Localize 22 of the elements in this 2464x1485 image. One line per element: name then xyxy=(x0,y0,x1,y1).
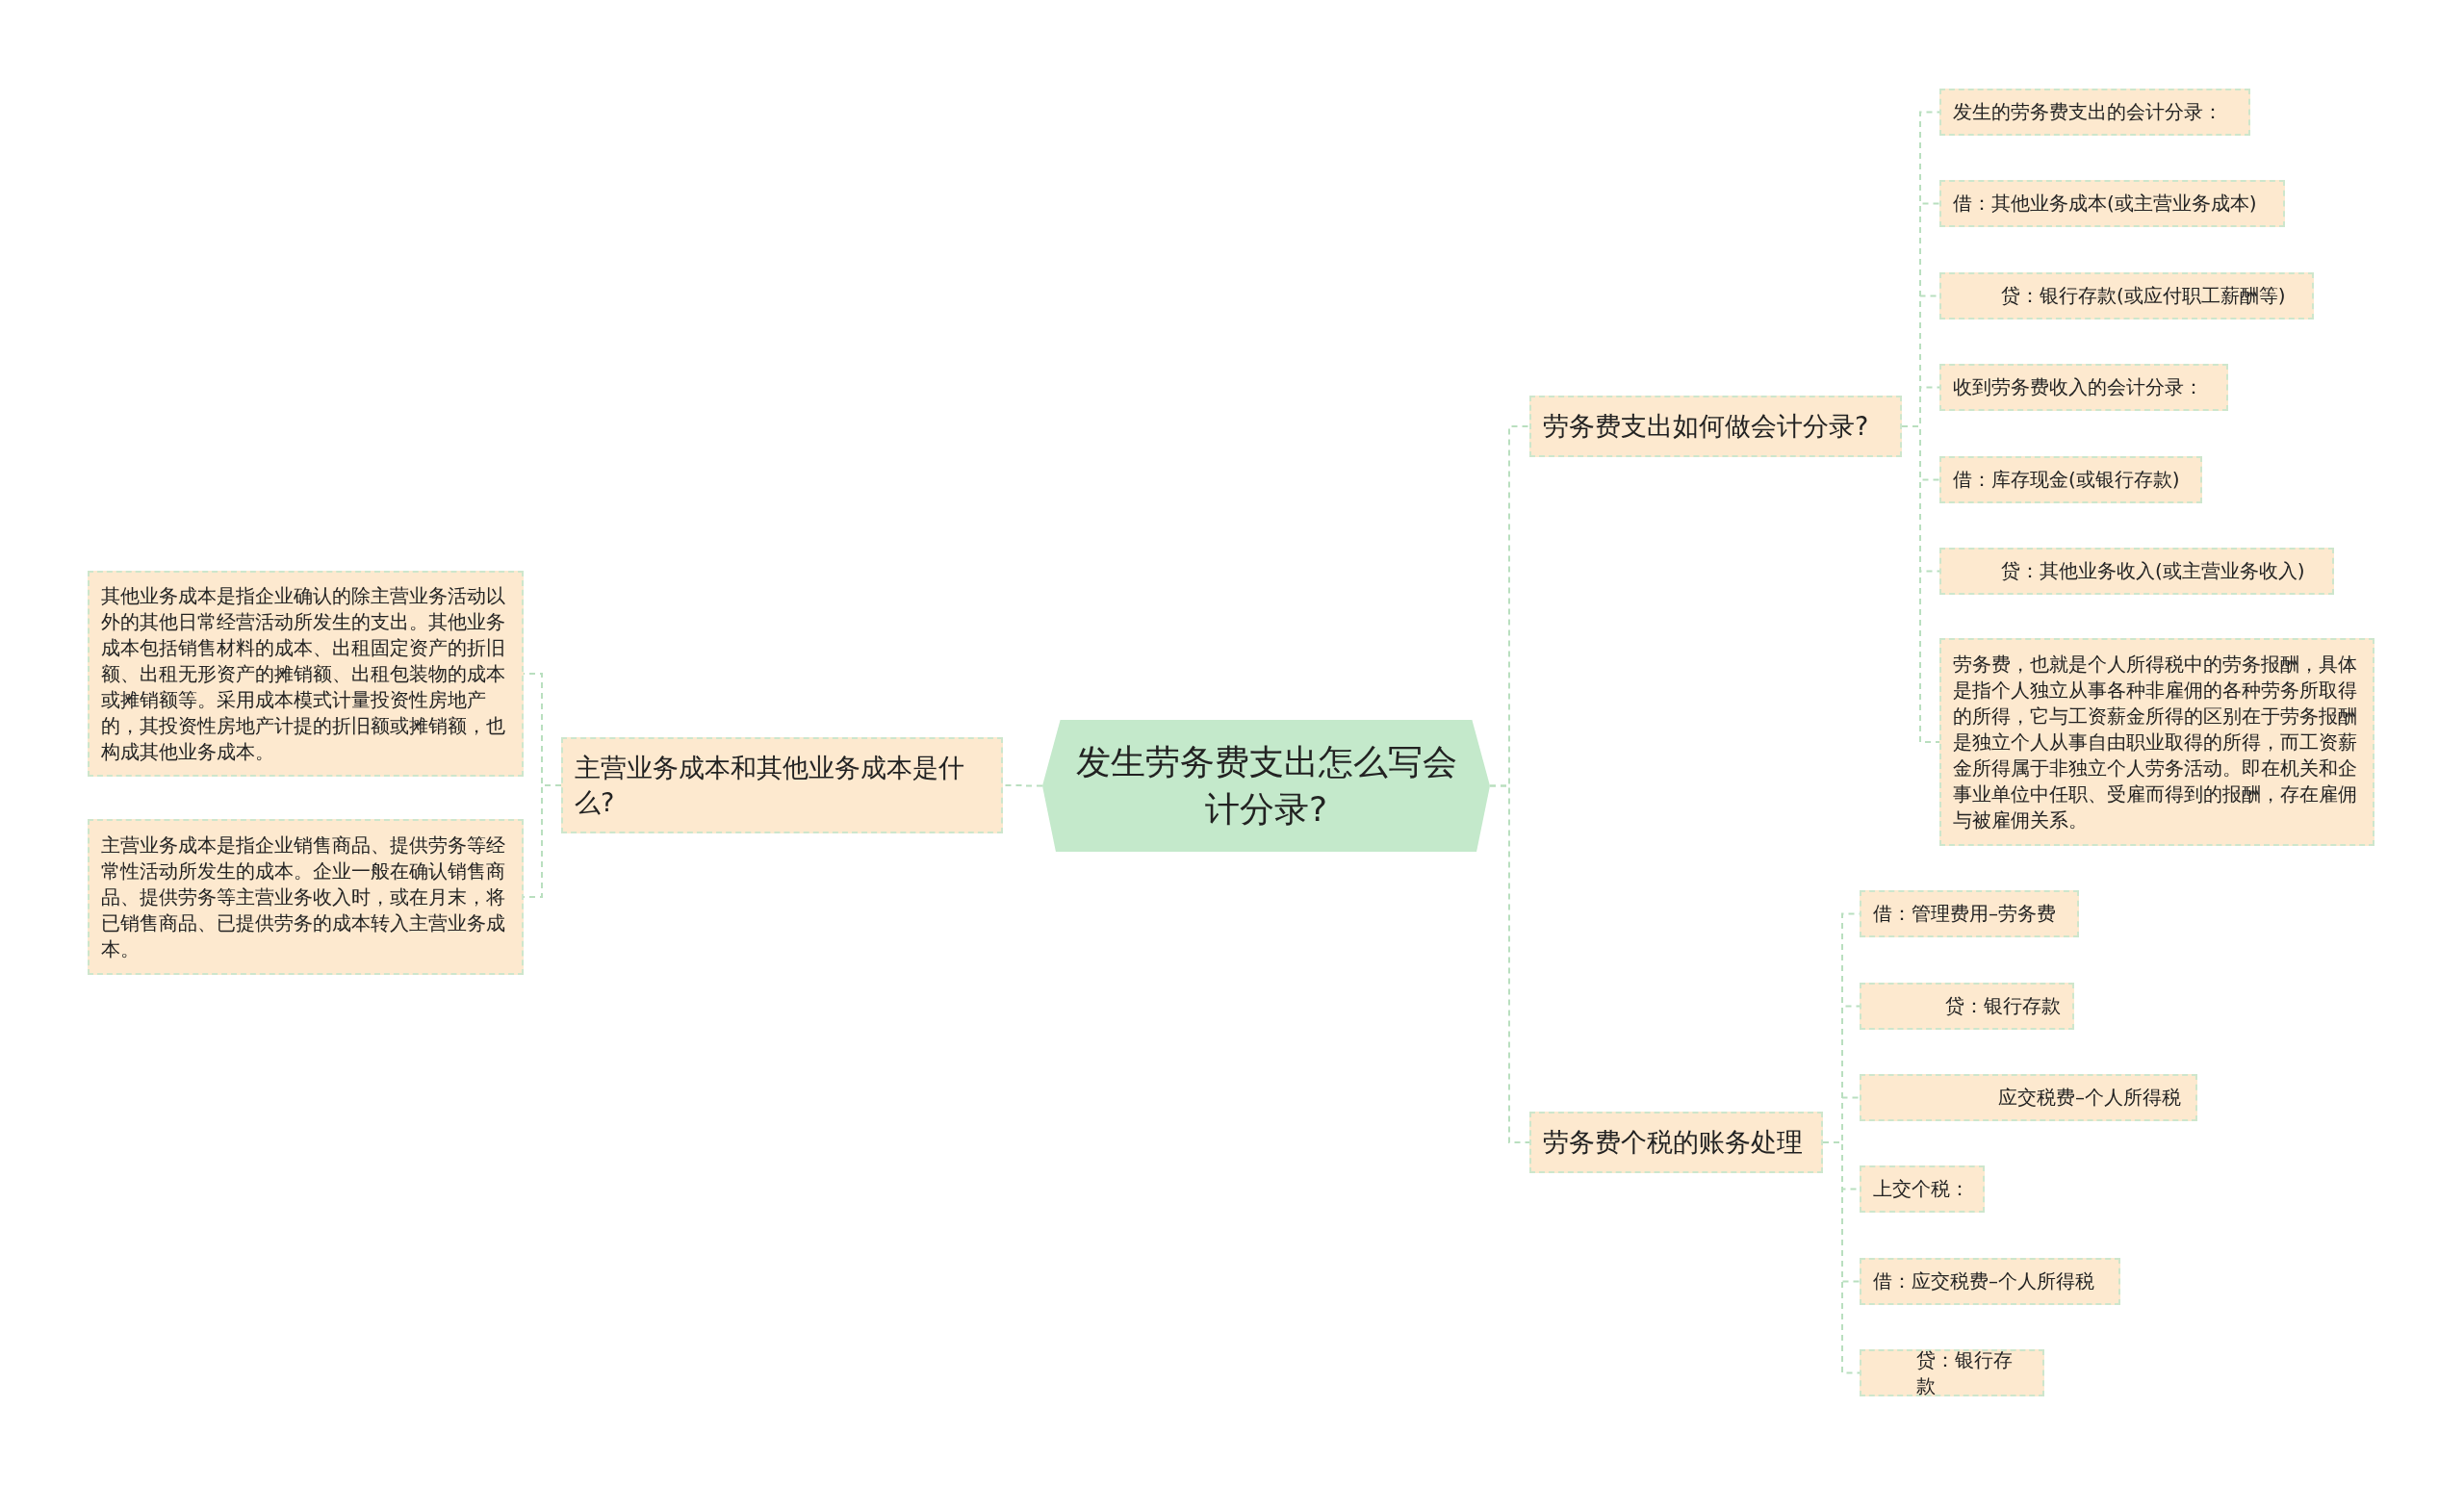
leaf-node: 收到劳务费收入的会计分录： xyxy=(1939,364,2228,411)
leaf-node: 贷：银行存款(或应付职工薪酬等) xyxy=(1939,272,2314,320)
topic-node: 发生劳务费支出怎么写会计分录? xyxy=(1042,720,1490,852)
leaf-node: 其他业务成本是指企业确认的除主营业务活动以外的其他日常经营活动所发生的支出。其他业务成本包括销售材料的成本、出租固定资产的折旧额、出租无形资产的摊销额、出租包装物的成本或摊销额等。采用成本模式计量投资性房地产的，其投资性房地产计提的折旧额或摊销额，也构成其他业务成本。 xyxy=(88,571,524,777)
leaf-node: 应交税费–个人所得税 xyxy=(1860,1074,2197,1121)
leaf-node: 贷：银行存款 xyxy=(1860,1349,2044,1396)
leaf-node: 贷：其他业务收入(或主营业务收入) xyxy=(1939,548,2334,595)
leaf-node: 借：管理费用–劳务费 xyxy=(1860,890,2079,937)
leaf-node: 借：应交税费–个人所得税 xyxy=(1860,1258,2120,1305)
branch-node: 劳务费支出如何做会计分录? xyxy=(1529,396,1902,457)
leaf-node: 发生的劳务费支出的会计分录： xyxy=(1939,89,2250,136)
branch-node: 劳务费个税的账务处理 xyxy=(1529,1112,1823,1173)
branch-node: 主营业务成本和其他业务成本是什么? xyxy=(561,737,1003,833)
connector-line xyxy=(1489,784,1530,1143)
leaf-node: 主营业务成本是指企业销售商品、提供劳务等经常性活动所发生的成本。企业一般在确认销售商品、提供劳务等主营业务收入时，或在月末，将已销售商品、已提供劳务的成本转入主营业务成本。 xyxy=(88,819,524,975)
leaf-node: 借：其他业务成本(或主营业务成本) xyxy=(1939,180,2285,227)
leaf-node: 劳务费，也就是个人所得税中的劳务报酬，具体是指个人独立从事各种非雇佣的各种劳务所取得的所得，它与工资薪金所得的区别在于劳务报酬是独立个人从事自由职业取得的所得，而工资薪金所得属于非独立个人劳务活动。即在机关和企事业单位中任职、受雇而得到的报酬，存在雇佣与被雇佣关系。 xyxy=(1939,638,2374,846)
leaf-node: 贷：银行存款 xyxy=(1860,983,2074,1030)
connector-line xyxy=(1822,1141,1861,1374)
connector-line xyxy=(1901,425,1940,743)
leaf-node: 借：库存现金(或银行存款) xyxy=(1939,456,2202,503)
leaf-node: 上交个税： xyxy=(1860,1165,1985,1213)
